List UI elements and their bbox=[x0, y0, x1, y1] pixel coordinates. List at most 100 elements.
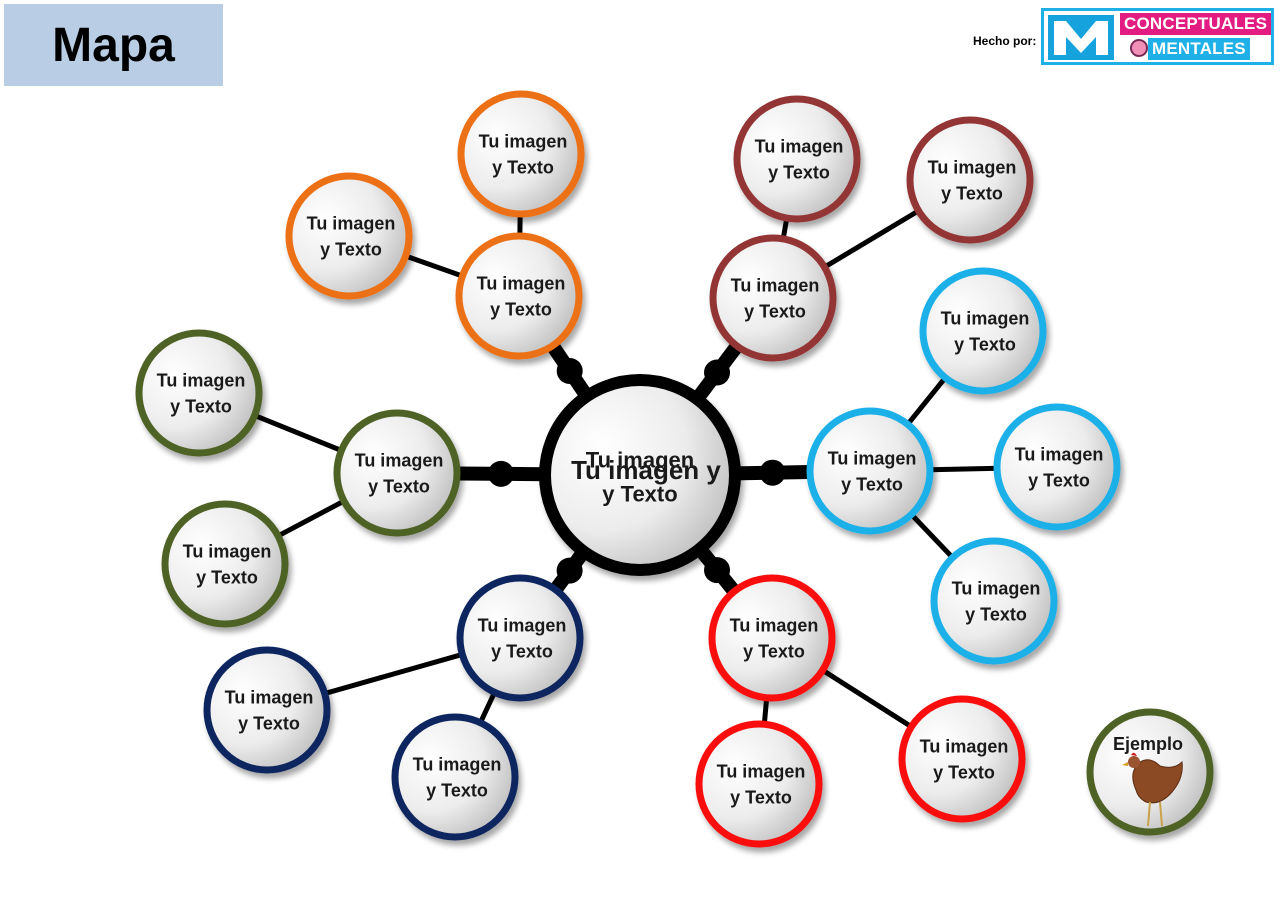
center-circle bbox=[539, 374, 741, 576]
node-circle bbox=[733, 95, 861, 223]
map-node[interactable]: Tu imagen y Texto bbox=[391, 713, 519, 841]
node-label-line1: Tu imagen bbox=[928, 157, 1017, 177]
logo-m-mark bbox=[1048, 15, 1114, 60]
map-node[interactable]: Tu imagen y Texto bbox=[806, 407, 934, 535]
node-circle bbox=[333, 409, 461, 537]
node-label-line1: Tu imagen bbox=[355, 450, 444, 470]
node-circle bbox=[161, 500, 289, 628]
map-node[interactable]: Tu imagen y Texto bbox=[161, 500, 289, 628]
brain-icon bbox=[1130, 39, 1148, 57]
spoke-joint bbox=[556, 557, 583, 584]
node-label-line2: y Texto bbox=[368, 476, 430, 496]
spoke-joint bbox=[759, 459, 786, 486]
node-circle bbox=[930, 537, 1058, 665]
node-circle bbox=[135, 329, 263, 457]
node-label-line1: Tu imagen bbox=[1015, 444, 1104, 464]
node-label-line2: y Texto bbox=[320, 239, 382, 259]
node-label-line1: Tu imagen bbox=[941, 308, 1030, 328]
node-label-line1: Tu imagen bbox=[183, 541, 272, 561]
node-label-line1: Tu imagen bbox=[755, 136, 844, 156]
node-label-line1: Tu imagen bbox=[952, 578, 1041, 598]
node-label-line1: Tu imagen bbox=[730, 615, 819, 635]
node-label-line2: y Texto bbox=[730, 787, 792, 807]
logo-line2: MENTALES bbox=[1148, 38, 1250, 60]
credit-label: Hecho por: bbox=[973, 34, 1037, 48]
spoke-joint bbox=[488, 460, 515, 487]
center-spokes bbox=[456, 341, 811, 596]
center-overlay-text: Tu imagen y bbox=[571, 455, 721, 485]
node-label-line1: Tu imagen bbox=[920, 736, 1009, 756]
node-label-line2: y Texto bbox=[492, 157, 554, 177]
node-label-line1: Tu imagen bbox=[479, 131, 568, 151]
node-label-line2: y Texto bbox=[426, 780, 488, 800]
node-circle bbox=[906, 116, 1034, 244]
map-node[interactable]: Tu imagen y Texto bbox=[695, 720, 823, 848]
node-label-line2: y Texto bbox=[490, 299, 552, 319]
node-circle bbox=[456, 574, 584, 702]
node-circle bbox=[898, 695, 1026, 823]
map-node[interactable]: Tu imagen y Texto bbox=[919, 267, 1047, 395]
map-node[interactable]: Tu imagen y Texto bbox=[285, 172, 413, 300]
hen-icon bbox=[1122, 752, 1183, 827]
map-node[interactable]: Tu imagen y Texto bbox=[457, 90, 585, 218]
node-label-line1: Tu imagen bbox=[477, 273, 566, 293]
node-label-line1: Tu imagen bbox=[413, 754, 502, 774]
brand-logo[interactable]: CONCEPTUALES MENTALES bbox=[1041, 8, 1274, 65]
node-label-line2: y Texto bbox=[743, 641, 805, 661]
node-circle bbox=[285, 172, 413, 300]
node-label-line1: Tu imagen bbox=[225, 687, 314, 707]
spoke-joint bbox=[556, 358, 583, 385]
node-label-line2: y Texto bbox=[954, 334, 1016, 354]
node-label-line2: y Texto bbox=[196, 567, 258, 587]
node-circle bbox=[391, 713, 519, 841]
title-box: Mapa bbox=[4, 4, 223, 86]
node-label-line1: Tu imagen bbox=[586, 448, 694, 473]
node-circle bbox=[455, 232, 583, 360]
map-node[interactable]: Tu imagen y Texto bbox=[333, 409, 461, 537]
node-label-line2: y Texto bbox=[768, 162, 830, 182]
map-node[interactable]: Tu imagen y Texto bbox=[733, 95, 861, 223]
page-title: Mapa bbox=[52, 18, 175, 72]
logo-line1: CONCEPTUALES bbox=[1120, 13, 1272, 35]
map-node[interactable]: Tu imagen y Texto bbox=[135, 329, 263, 457]
node-label-line1: Tu imagen bbox=[717, 761, 806, 781]
node-label-line1: Tu imagen bbox=[157, 370, 246, 390]
node-label-line1: Tu imagen bbox=[307, 213, 396, 233]
map-node[interactable]: Tu imagen y Texto bbox=[708, 574, 836, 702]
node-label-line2: y Texto bbox=[491, 641, 553, 661]
node-label-line2: y Texto bbox=[965, 604, 1027, 624]
node-label-line2: y Texto bbox=[744, 301, 806, 321]
map-node[interactable]: Tu imagen y Texto bbox=[898, 695, 1026, 823]
spoke-joint bbox=[704, 557, 731, 584]
node-circle bbox=[695, 720, 823, 848]
node-circle bbox=[806, 407, 934, 535]
node-circle bbox=[709, 234, 837, 362]
node-circle bbox=[457, 90, 585, 218]
node-label-line2: y Texto bbox=[933, 762, 995, 782]
example-label: Ejemplo bbox=[1113, 734, 1183, 754]
map-node[interactable]: Tu imagen y Texto bbox=[930, 537, 1058, 665]
node-label-line1: Tu imagen bbox=[828, 448, 917, 468]
node-label-line2: y Texto bbox=[841, 474, 903, 494]
node-circle bbox=[919, 267, 1047, 395]
spoke-joint bbox=[704, 359, 731, 386]
node-circle bbox=[993, 403, 1121, 531]
node-label-line1: Tu imagen bbox=[731, 275, 820, 295]
node-circle bbox=[708, 574, 836, 702]
map-node[interactable]: Tu imagen y Texto bbox=[455, 232, 583, 360]
node-label-line1: Tu imagen bbox=[478, 615, 567, 635]
example-node[interactable]: Ejemplo bbox=[1086, 708, 1214, 836]
node-label-line2: y Texto bbox=[602, 482, 677, 507]
node-label-line2: y Texto bbox=[170, 396, 232, 416]
node-label-line2: y Texto bbox=[1028, 470, 1090, 490]
map-node[interactable]: Tu imagen y Texto bbox=[203, 646, 331, 774]
map-node[interactable]: Tu imagen y Texto bbox=[456, 574, 584, 702]
map-node[interactable]: Tu imagen y Texto bbox=[709, 234, 837, 362]
map-node[interactable]: Tu imagen y Texto bbox=[993, 403, 1121, 531]
node-circle bbox=[203, 646, 331, 774]
node-label-line2: y Texto bbox=[238, 713, 300, 733]
